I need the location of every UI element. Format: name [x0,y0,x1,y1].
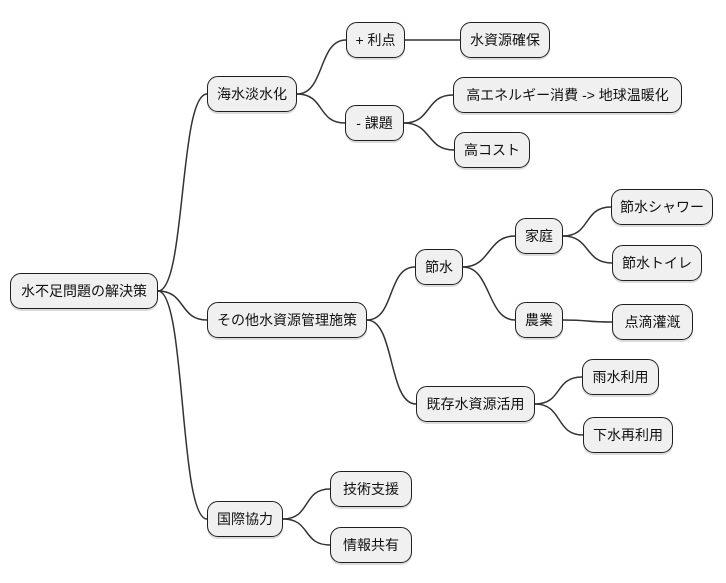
node-sewage-reuse: 下水再利用 [583,417,673,453]
edge-household-shower [562,206,612,237]
edge-desalination-challenges [296,93,346,124]
edge-root-desalination [157,93,208,292]
node-agriculture: 農業 [515,302,563,338]
node-advantages: + 利点 [346,22,405,58]
node-challenges: - 課題 [345,105,404,141]
node-technical-support: 技術支援 [330,471,412,507]
edge-root-international-cooperation [157,290,208,520]
edge-international-technical-support [282,488,331,520]
node-high-energy-consumption: 高エネルギー消費 -> 地球温暖化 [453,77,682,113]
edge-challenges-high-energy [403,94,454,124]
edge-water-saving-agriculture [462,266,516,321]
node-other-water-management: その他水資源管理施策 [207,302,367,338]
node-water-saving: 節水 [415,249,463,285]
node-root: 水不足問題の解決策 [10,273,158,309]
edge-challenges-high-cost [403,122,455,151]
node-drip-irrigation: 点滴灌漑 [612,304,693,340]
node-water-resource-securing: 水資源確保 [460,22,550,58]
node-household: 家庭 [515,218,563,254]
edge-household-toilet [562,235,613,264]
edge-existing-rainwater [534,376,583,405]
node-water-saving-shower: 節水シャワー [611,189,713,225]
edge-desalination-advantages [296,39,347,95]
node-water-saving-toilet: 節水トイレ [612,245,702,281]
node-desalination: 海水淡水化 [207,76,297,112]
edge-root-other-water-management [157,290,208,321]
edge-international-information-sharing [282,518,331,546]
node-international-cooperation: 国際協力 [207,501,283,537]
edge-existing-sewage-reuse [534,403,584,436]
node-existing-water-use: 既存水資源活用 [416,386,535,422]
edge-agriculture-drip-irrigation [562,319,613,323]
edge-other-existing-water-use [366,319,417,405]
node-information-sharing: 情報共有 [330,527,412,563]
edge-water-saving-household [462,235,516,268]
node-rainwater-use: 雨水利用 [582,359,659,395]
edge-other-water-saving [366,266,416,321]
node-high-cost: 高コスト [454,132,530,168]
